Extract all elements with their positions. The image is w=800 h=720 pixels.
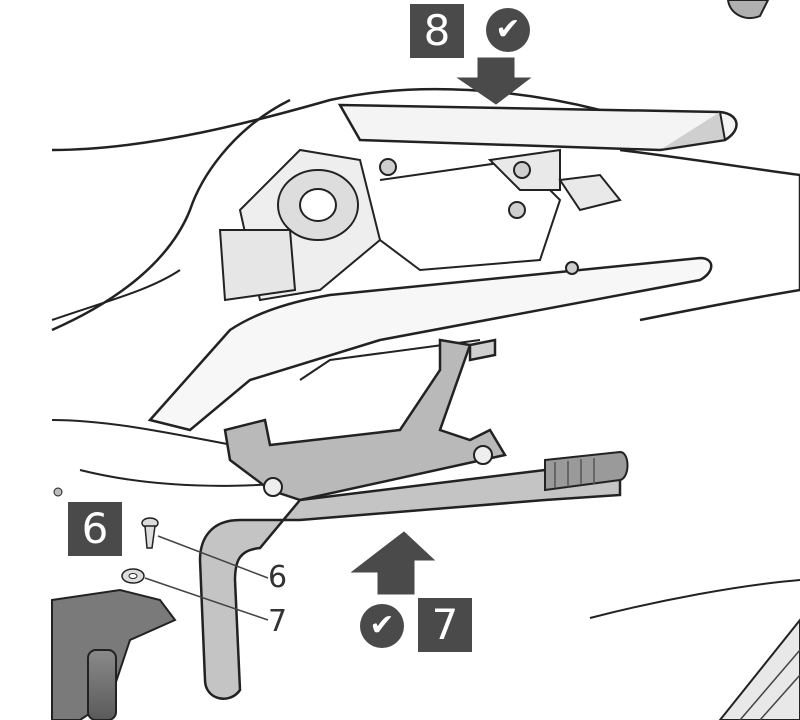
step-number-box: 8 xyxy=(410,4,464,58)
bracket-bolt-left xyxy=(263,477,283,497)
callout-washer-label: 7 xyxy=(268,604,288,639)
seat-edge xyxy=(51,269,181,321)
step-number-box: 7 xyxy=(418,598,472,652)
grab-rail-top-side xyxy=(659,111,727,151)
right-body-line xyxy=(589,579,800,619)
tail-fairing xyxy=(619,148,800,322)
carrier-rail xyxy=(198,463,622,700)
callout-screw-label: 6 xyxy=(268,560,288,595)
seat-outline xyxy=(51,87,621,152)
bracket-bolt-right xyxy=(473,445,493,465)
frame-internals xyxy=(218,148,622,302)
screw-part xyxy=(141,517,159,549)
leader-line-screw xyxy=(157,535,269,579)
leader-line-washer xyxy=(144,577,269,621)
engine-corner xyxy=(718,618,800,720)
rail-end-cap xyxy=(544,450,629,492)
step-number-box: 6 xyxy=(68,502,122,556)
check-circle-icon: ✔ xyxy=(360,604,404,648)
down-arrow-icon xyxy=(456,57,532,105)
check-circle-icon: ✔ xyxy=(486,8,530,52)
top-knob xyxy=(726,0,770,19)
up-arrow-icon xyxy=(350,531,436,595)
grab-rail-inner xyxy=(299,339,481,381)
footpeg-bracket xyxy=(51,588,177,720)
grab-rail-lower xyxy=(147,256,713,432)
